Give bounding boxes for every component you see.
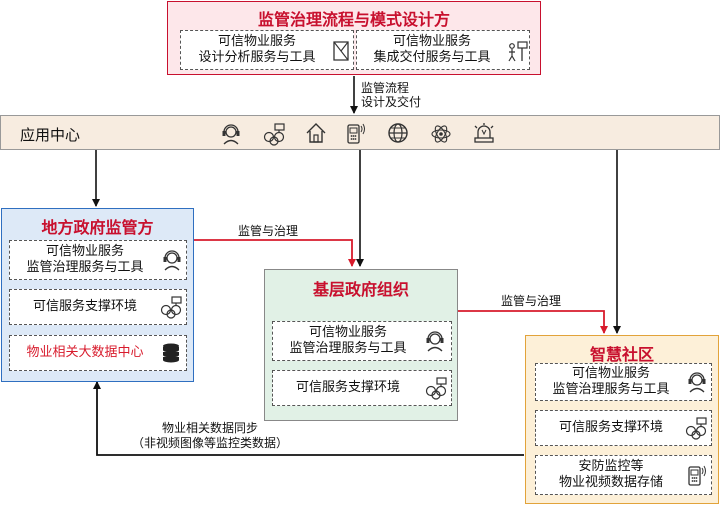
community-title: 智慧社区	[589, 345, 654, 364]
local-service-line2: 监管治理服务与工具	[26, 260, 144, 275]
community-service-line1: 可信物业服务	[571, 366, 650, 381]
mobile-terminal-icon[interactable]	[345, 121, 367, 145]
community-service-line2: 监管治理服务与工具	[552, 382, 670, 397]
globe-icon[interactable]	[387, 122, 409, 144]
local-gov-bigdata-box: 物业相关大数据中心	[9, 335, 187, 371]
local-env-line1: 可信服务支撑环境	[32, 299, 137, 314]
grassroots-panel: 基层政府组织 可信物业服务 监管治理服务与工具 可信服务支撑环境	[264, 269, 458, 421]
network-service-icon[interactable]	[261, 122, 287, 146]
grassroots-service-line2: 监管治理服务与工具	[289, 341, 407, 356]
delivery-box: 可信物业服务 集成交付服务与工具	[356, 30, 530, 70]
database-icon	[163, 343, 179, 363]
flow-label: 监管流程 设计及交付	[361, 81, 451, 109]
local-gov-env-box: 可信服务支撑环境	[9, 289, 187, 325]
alarm-device-icon[interactable]	[471, 121, 497, 145]
arrow-grassroots-to-community	[458, 310, 608, 334]
grassroots-env-line1: 可信服务支撑环境	[295, 380, 400, 395]
design-party-panel: 监管治理流程与模式设计方 可信物业服务 设计分析服务与工具 可信物业服务 集成交…	[167, 1, 541, 75]
headset-agent-icon[interactable]	[219, 122, 243, 146]
app-center-label: 应用中心	[20, 126, 81, 144]
local-service-line1: 可信物业服务	[45, 244, 124, 259]
grassroots-env-box: 可信服务支撑环境	[272, 370, 452, 406]
arrow-community-to-local	[93, 381, 524, 456]
design-tool-icon	[333, 41, 349, 61]
flow-label-line1: 监管流程	[361, 81, 410, 95]
arrow-local-to-grassroots	[194, 239, 356, 267]
headset-agent-icon	[688, 372, 706, 393]
local-bigdata-line1: 物业相关大数据中心	[26, 345, 144, 360]
local-gov-title: 地方政府监管方	[41, 218, 154, 237]
data-sync-line2: （非视频图像等监控类数据）	[131, 436, 288, 450]
community-env-line1: 可信服务支撑环境	[558, 420, 663, 435]
home-icon[interactable]	[305, 122, 327, 144]
local-gov-service-box: 可信物业服务 监管治理服务与工具	[9, 240, 187, 280]
delivery-tool-icon	[508, 41, 528, 62]
data-sync-line1: 物业相关数据同步	[161, 421, 258, 435]
edge-label-supervise-1: 监管与治理	[238, 224, 299, 238]
community-video-box: 安防监控等 物业视频数据存储	[535, 455, 712, 495]
network-service-icon	[425, 377, 447, 400]
community-env-box: 可信服务支撑环境	[535, 410, 712, 446]
headset-agent-icon	[163, 250, 181, 271]
edge-label-data-sync: 物业相关数据同步 （非视频图像等监控类数据）	[100, 421, 320, 451]
network-service-icon	[160, 296, 182, 319]
network-service-icon	[685, 417, 707, 440]
community-video-line2: 物业视频数据存储	[558, 475, 663, 490]
grassroots-service-line1: 可信物业服务	[308, 325, 387, 340]
mobile-terminal-icon	[688, 465, 706, 486]
design-analysis-line1: 可信物业服务	[217, 34, 296, 49]
grassroots-title: 基层政府组织	[312, 280, 409, 299]
design-analysis-box: 可信物业服务 设计分析服务与工具	[180, 30, 354, 70]
design-analysis-line2: 设计分析服务与工具	[198, 50, 316, 65]
headset-agent-icon	[426, 331, 444, 352]
local-gov-panel: 地方政府监管方 可信物业服务 监管治理服务与工具 可信服务支撑环境 物业相关大数…	[1, 208, 194, 382]
community-service-box: 可信物业服务 监管治理服务与工具	[535, 363, 712, 401]
grassroots-service-box: 可信物业服务 监管治理服务与工具	[272, 321, 452, 361]
community-video-line1: 安防监控等	[578, 459, 644, 474]
design-party-title: 监管治理流程与模式设计方	[257, 10, 450, 29]
flow-label-line2: 设计及交付	[361, 95, 422, 109]
delivery-line2: 集成交付服务与工具	[373, 50, 491, 65]
app-center-bar: 应用中心	[0, 115, 720, 150]
edge-label-supervise-2: 监管与治理	[501, 294, 562, 308]
community-panel: 智慧社区 可信物业服务 监管治理服务与工具 可信服务支撑环境 安防监控等 物业视…	[525, 335, 719, 504]
sync-atom-icon[interactable]	[429, 122, 453, 146]
delivery-line1: 可信物业服务	[392, 34, 471, 49]
